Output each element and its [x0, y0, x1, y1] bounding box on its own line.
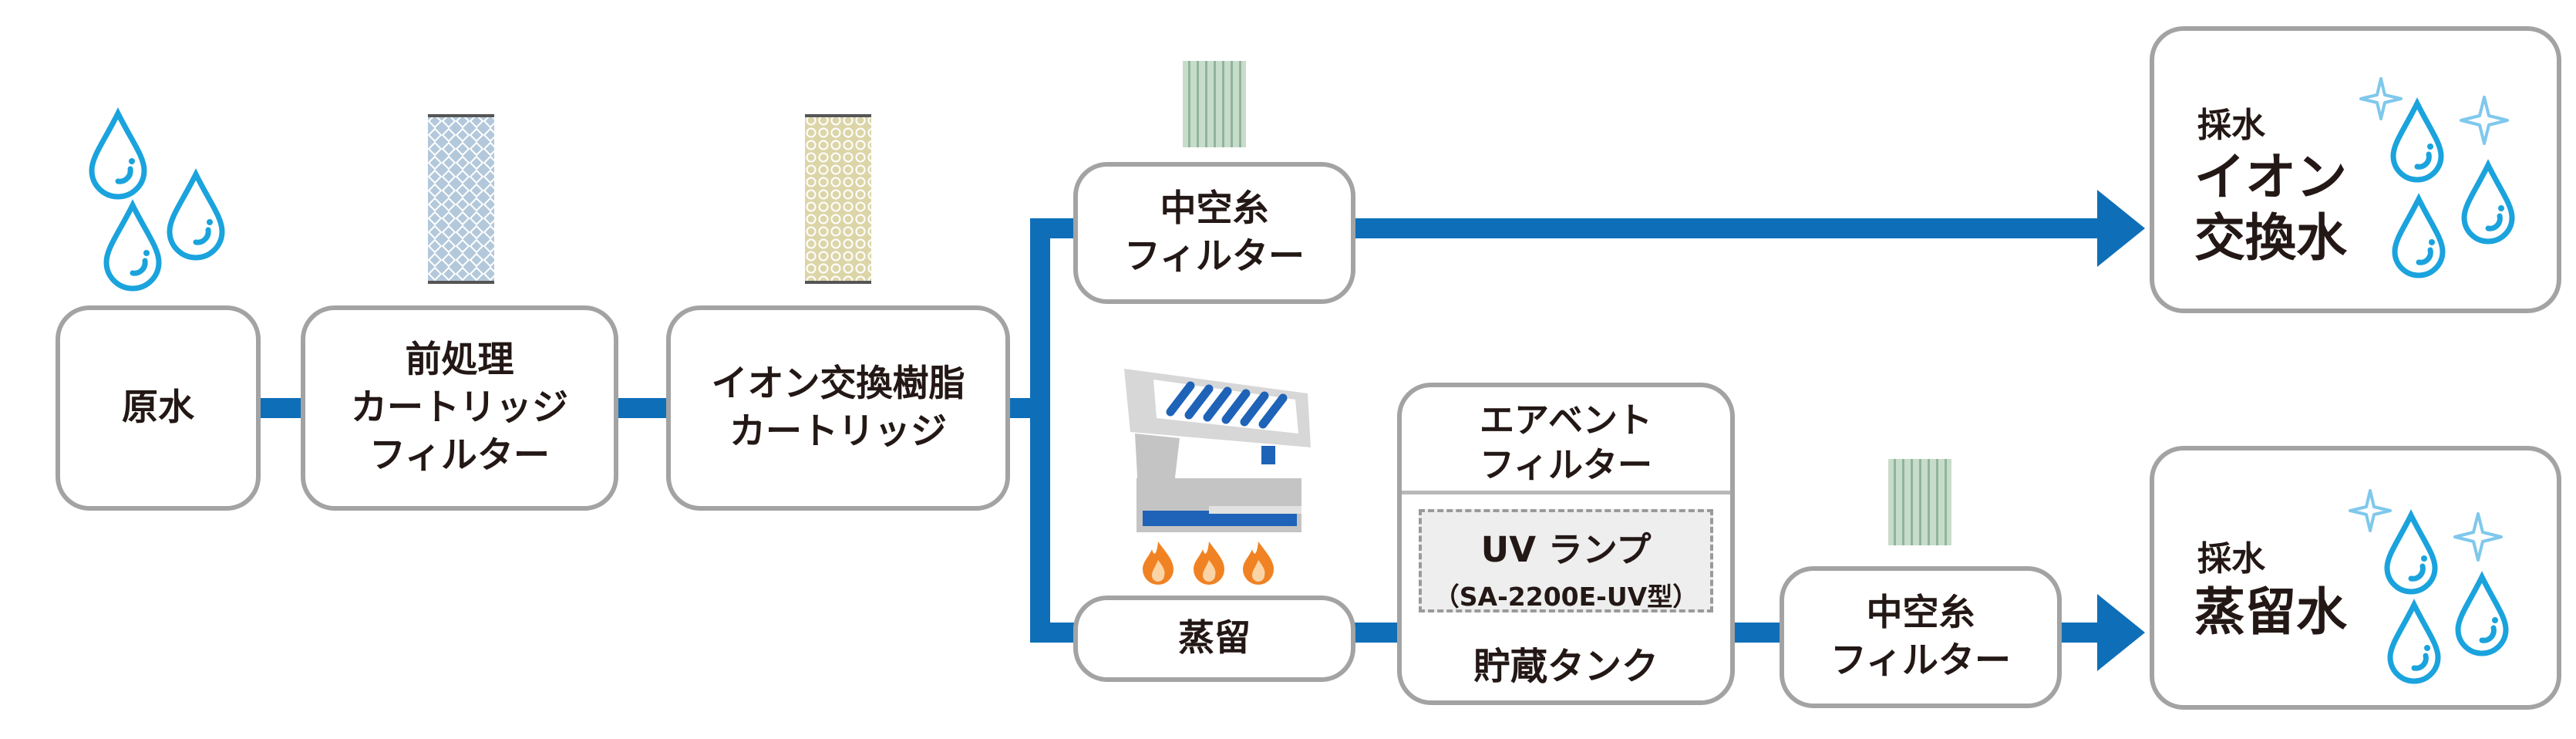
- pre-filter-cartridge-icon: [428, 114, 494, 284]
- hollow-fiber-lower-line-1: 中空糸: [1866, 591, 1975, 634]
- flame-icon: [1194, 542, 1224, 585]
- air-vent-line-1: エアベント: [1479, 400, 1653, 440]
- water-drop-icon: [103, 199, 162, 292]
- distillation-label: 蒸留: [1178, 616, 1251, 660]
- pre-filter-node: 前処理 カートリッジ フィルター: [301, 305, 618, 511]
- pipe-prefilter-to-resin: [617, 398, 669, 418]
- hollow-fiber-lower-line-2: フィルター: [1830, 639, 2012, 682]
- water-drop-icon: [89, 107, 147, 200]
- water-drop-icon: [167, 168, 225, 261]
- pre-filter-line-1: 前処理: [405, 338, 514, 381]
- arrow-upper-output: [2097, 190, 2145, 267]
- water-drop-icon: [2461, 159, 2515, 245]
- raw-water-label: 原水: [122, 386, 194, 429]
- raw-water-node: 原水: [56, 305, 261, 511]
- sparkle-icon: [2359, 77, 2403, 120]
- storage-tank-label: 貯蔵タンク: [1473, 645, 1658, 688]
- ion-resin-node: イオン交換樹脂 カートリッジ: [666, 305, 1010, 511]
- hollow-fiber-filter-icon: [1888, 459, 1951, 545]
- distilled-output-label: 採水: [2197, 539, 2265, 579]
- hollow-fiber-filter-lower-node: 中空糸 フィルター: [1780, 566, 2062, 708]
- hollow-fiber-upper-line-2: フィルター: [1123, 235, 1305, 278]
- pipe-branch-vertical: [1030, 218, 1050, 643]
- hollow-fiber-filter-upper-node: 中空糸 フィルター: [1073, 162, 1355, 304]
- ion-resin-line-1: イオン交換樹脂: [711, 362, 965, 405]
- distilled-title-line-1: 蒸留水: [2194, 582, 2347, 642]
- air-vent-line-2: フィルター: [1479, 444, 1653, 485]
- sparkle-icon: [2460, 96, 2509, 145]
- pipe-branch-to-distill: [1030, 623, 1076, 643]
- pipe-raw-to-prefilter: [254, 398, 302, 418]
- uv-lamp-label: UV ランプ: [1480, 529, 1652, 570]
- ion-exchange-water-output: 採水 イオン 交換水: [2150, 26, 2561, 313]
- resin-cartridge-icon: [805, 114, 871, 284]
- storage-tank-node: エアベント フィルター UV ランプ （SA-2200E-UV型） 貯蔵タンク: [1397, 383, 1735, 705]
- ion-exchange-title-line-1: イオン: [2194, 147, 2347, 207]
- pre-filter-line-2: カートリッジ: [351, 386, 568, 429]
- water-drop-icon: [2392, 193, 2446, 278]
- flame-icon: [1143, 542, 1174, 585]
- pipe-distill-to-tank: [1352, 623, 1399, 643]
- air-vent-filter: エアベント フィルター: [1402, 398, 1730, 487]
- uv-lamp: UV ランプ （SA-2200E-UV型）: [1419, 509, 1713, 612]
- distiller-icon: [1124, 369, 1311, 532]
- flame-icon: [1243, 542, 1274, 585]
- water-drop-icon: [2390, 97, 2444, 183]
- sparkle-icon: [2349, 489, 2392, 532]
- ion-exchange-title-line-2: 交換水: [2194, 208, 2347, 268]
- distilled-output-title: 蒸留水: [2194, 582, 2347, 643]
- water-drop-icon: [2384, 509, 2438, 595]
- sparkle-icon: [2453, 512, 2503, 562]
- tank-divider: [1402, 491, 1730, 494]
- ion-exchange-output-label: 採水: [2197, 106, 2265, 145]
- pipe-upper-filter-to-output: [1352, 218, 2124, 238]
- distillation-node: 蒸留: [1073, 596, 1355, 682]
- arrow-lower-output: [2097, 594, 2145, 671]
- ion-exchange-output-title: イオン 交換水: [2194, 147, 2347, 268]
- water-drop-icon: [2387, 599, 2441, 684]
- water-drop-icon: [2455, 571, 2509, 656]
- pre-filter-line-3: フィルター: [369, 434, 551, 477]
- hollow-fiber-upper-line-1: 中空糸: [1160, 187, 1269, 230]
- ion-resin-line-2: カートリッジ: [729, 410, 947, 453]
- distilled-water-output: 採水 蒸留水: [2150, 446, 2561, 710]
- pipe-tank-to-lower-filter: [1731, 623, 1783, 643]
- pipe-branch-to-upper-filter: [1030, 218, 1076, 238]
- hollow-fiber-filter-icon: [1183, 61, 1246, 147]
- uv-lamp-model: （SA-2200E-UV型）: [1433, 582, 1699, 612]
